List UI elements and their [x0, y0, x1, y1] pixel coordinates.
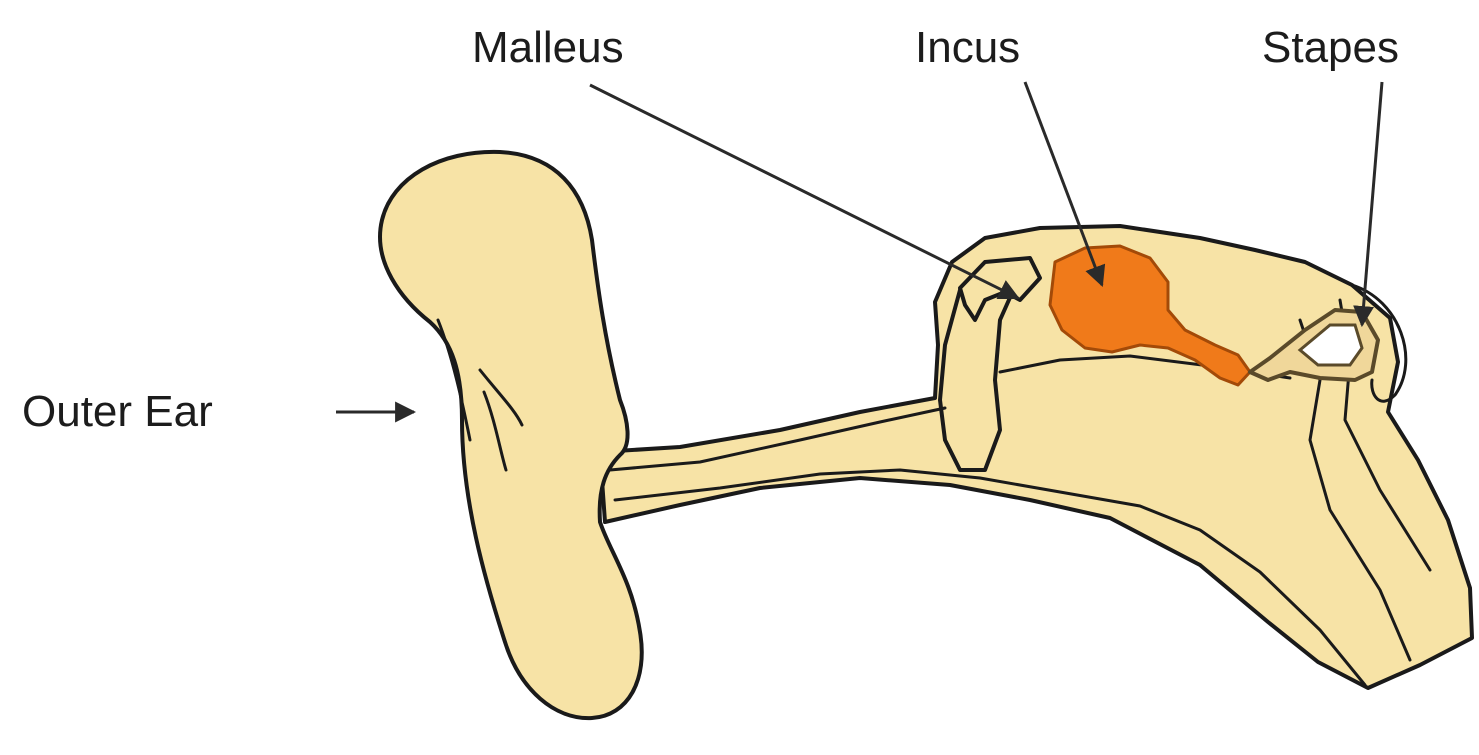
outer-ear-label: Outer Ear [22, 387, 213, 436]
incus-label: Incus [915, 23, 1020, 72]
stapes-label: Stapes [1262, 23, 1399, 72]
malleus-label: Malleus [472, 23, 624, 72]
malleus-leader-line [590, 85, 1018, 298]
stapes-leader-line [1362, 82, 1382, 325]
ear-canal-shape [600, 226, 1472, 688]
outer-ear-pinna [380, 152, 642, 718]
